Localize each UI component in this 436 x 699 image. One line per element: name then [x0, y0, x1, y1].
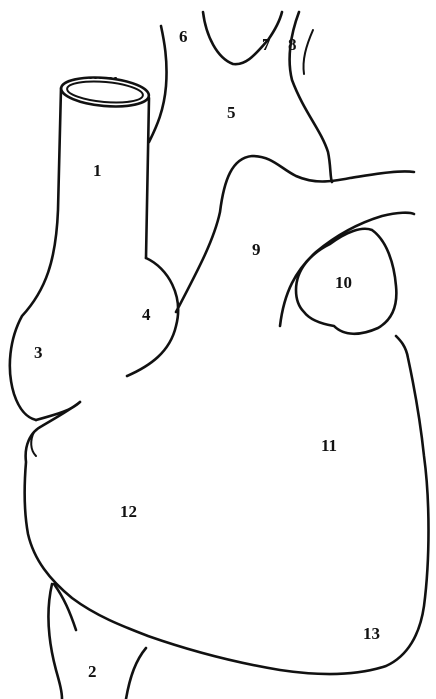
label-4: 4 [142, 305, 151, 324]
label-1: 1 [93, 161, 102, 180]
label-12: 12 [120, 502, 137, 521]
label-6: 6 [179, 27, 188, 46]
right-atrium-outline [36, 258, 178, 420]
label-10: 10 [335, 273, 352, 292]
label-3: 3 [34, 343, 43, 362]
label-7: 7 [262, 35, 271, 54]
label-13: 13 [363, 624, 380, 643]
aortic-arch-outline [149, 12, 414, 312]
label-8: 8 [288, 35, 297, 54]
superior-vena-cava-outline [10, 74, 150, 420]
labels: 1 2 3 4 5 6 7 8 9 10 11 12 13 [34, 27, 380, 681]
label-9: 9 [252, 240, 261, 259]
label-2: 2 [88, 662, 97, 681]
label-11: 11 [321, 436, 337, 455]
label-5: 5 [227, 103, 236, 122]
